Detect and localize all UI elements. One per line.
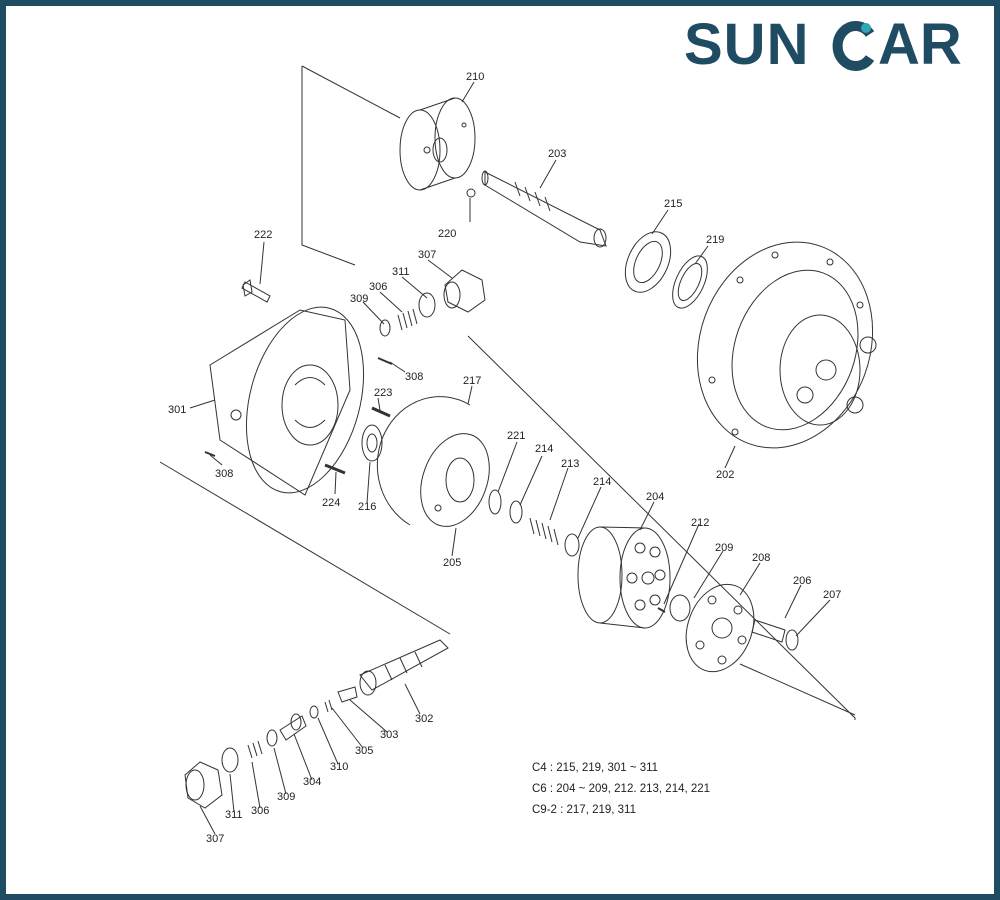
label-308-left: 308 (215, 468, 233, 480)
label-220: 220 (438, 228, 456, 240)
part-215-bearing (624, 231, 672, 293)
part-224-pin (324, 463, 346, 475)
part-208-retainer-plate (685, 583, 755, 673)
part-301-valve-casing (209, 306, 365, 496)
part-307-plug-b (184, 761, 223, 809)
label-308-right: 308 (405, 371, 423, 383)
part-205-valve-plate (420, 433, 490, 527)
part-212-pin (657, 607, 666, 613)
part-311-oring (418, 292, 436, 318)
kit-note-c6: C6 : 204 ~ 209, 212. 213, 214, 221 (532, 783, 711, 795)
part-305-spring (324, 699, 333, 713)
part-207-shoe (785, 629, 799, 651)
label-306-top: 306 (369, 281, 387, 293)
part-303-seat (337, 686, 358, 703)
label-208: 208 (752, 552, 770, 564)
label-210: 210 (466, 71, 484, 83)
part-310-ring (309, 705, 319, 719)
label-223: 223 (374, 387, 392, 399)
label-205: 205 (443, 557, 461, 569)
label-311-top: 311 (392, 266, 410, 278)
label-215: 215 (664, 198, 682, 210)
label-224: 224 (322, 497, 340, 509)
label-222: 222 (254, 229, 272, 241)
label-310: 310 (330, 761, 348, 773)
part-210-end-cap (399, 97, 476, 191)
label-217: 217 (463, 375, 481, 387)
part-220-ball (466, 188, 476, 198)
part-204-cylinder-block (577, 526, 671, 629)
part-308-pin-left (204, 451, 216, 457)
part-222-bolt (241, 279, 271, 303)
part-302-spool (359, 639, 449, 696)
part-214-washer (509, 500, 523, 524)
part-214-washer-b (564, 533, 580, 557)
label-302: 302 (415, 713, 433, 725)
part-206-piston (751, 619, 786, 643)
label-214-b: 214 (593, 476, 611, 488)
label-309-top: 309 (350, 293, 368, 305)
part-216-bearing (361, 424, 383, 462)
label-216: 216 (358, 501, 376, 513)
label-219: 219 (706, 234, 724, 246)
label-311-bottom: 311 (225, 809, 243, 821)
part-219-seal (672, 255, 708, 309)
label-206: 206 (793, 575, 811, 587)
label-213: 213 (561, 458, 579, 470)
label-203: 203 (548, 148, 566, 160)
label-309-bottom: 309 (277, 791, 295, 803)
label-306-bottom: 306 (251, 805, 269, 817)
kit-note-c9-2: C9-2 : 217, 219, 311 (532, 804, 636, 816)
label-305: 305 (355, 745, 373, 757)
label-204: 204 (646, 491, 664, 503)
label-303: 303 (380, 729, 398, 741)
kit-note-c4: C4 : 215, 219, 301 ~ 311 (532, 762, 659, 774)
part-209-ball-guide (669, 594, 691, 622)
part-307-plug (443, 269, 486, 313)
part-308-pin (377, 357, 393, 365)
label-304: 304 (303, 776, 321, 788)
label-214-a: 214 (535, 443, 553, 455)
part-221-snap-ring (488, 489, 502, 515)
part-306-spring (397, 308, 418, 331)
svg-text:SUN: SUN (684, 12, 809, 76)
label-221: 221 (507, 430, 525, 442)
label-207: 207 (823, 589, 841, 601)
part-311-oring-b (221, 747, 239, 773)
part-306-spring-b (247, 740, 263, 759)
part-213-spring (529, 517, 559, 546)
label-307-top: 307 (418, 249, 436, 261)
label-202: 202 (716, 469, 734, 481)
part-217-ring (376, 396, 471, 526)
label-301: 301 (168, 404, 186, 416)
part-304-poppet (279, 713, 307, 741)
kit-notes: C4 : 215, 219, 301 ~ 311 C6 : 204 ~ 209,… (532, 758, 710, 821)
part-202-housing (696, 241, 877, 449)
part-223-pin (371, 406, 391, 418)
svg-text:AR: AR (878, 12, 962, 76)
guide-line (301, 66, 356, 266)
part-309-washer (379, 319, 391, 337)
suncar-logo: SUN AR (684, 12, 962, 76)
part-203-shaft (481, 170, 607, 248)
label-209: 209 (715, 542, 733, 554)
page-frame (6, 6, 994, 894)
label-212: 212 (691, 517, 709, 529)
label-307-bottom: 307 (206, 833, 224, 845)
part-309-washer-b (266, 729, 278, 747)
